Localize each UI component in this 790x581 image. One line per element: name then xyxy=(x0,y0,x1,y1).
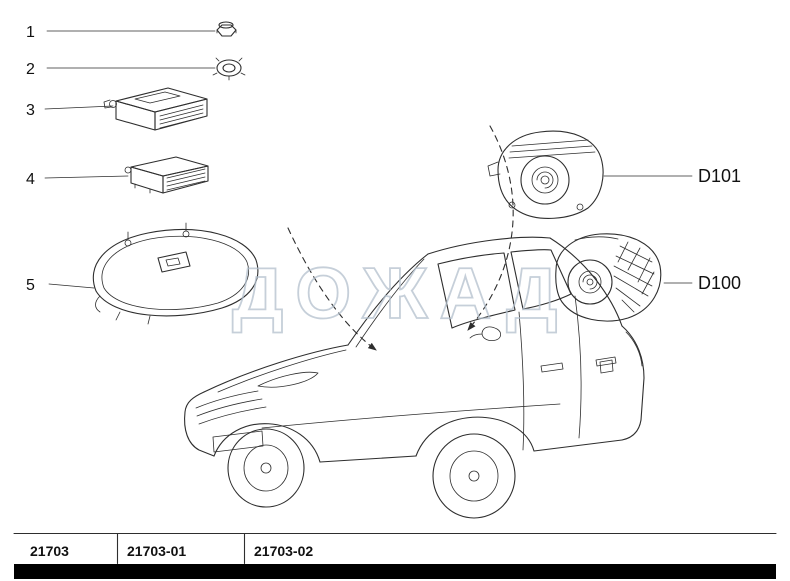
airbag-module-d101-drawing xyxy=(487,130,693,219)
label-d101: D101 xyxy=(698,166,741,186)
footer-model-2: 21703-01 xyxy=(127,543,186,559)
callout-number-1: 1 xyxy=(26,24,35,41)
callout-number-4: 4 xyxy=(26,171,35,188)
callout-2: 2 xyxy=(26,61,216,78)
callout-number-3: 3 xyxy=(26,102,35,119)
reference-curves xyxy=(287,125,514,351)
part-cover-drawing xyxy=(92,222,259,325)
watermark: ДОЖАД xyxy=(232,254,569,334)
part-flanged-nut-drawing xyxy=(212,57,246,81)
callout-number-2: 2 xyxy=(26,61,35,78)
footer-model-3: 21703-02 xyxy=(254,543,313,559)
label-d100: D100 xyxy=(698,273,741,293)
part-module-drawing xyxy=(124,156,209,194)
car-drawing xyxy=(184,236,645,519)
airbag-module-d100-drawing xyxy=(555,233,693,322)
footer: 21703 21703-01 21703-02 xyxy=(13,532,777,579)
callout-1: 1 xyxy=(26,24,216,41)
callout-3: 3 xyxy=(26,102,114,119)
callout-5: 5 xyxy=(26,277,95,294)
footer-model-1: 21703 xyxy=(30,543,69,559)
callout-4: 4 xyxy=(26,171,129,188)
footer-bar xyxy=(14,564,776,579)
callout-number-5: 5 xyxy=(26,277,35,294)
part-control-module-drawing xyxy=(103,87,208,131)
part-nut-drawing xyxy=(216,21,237,37)
